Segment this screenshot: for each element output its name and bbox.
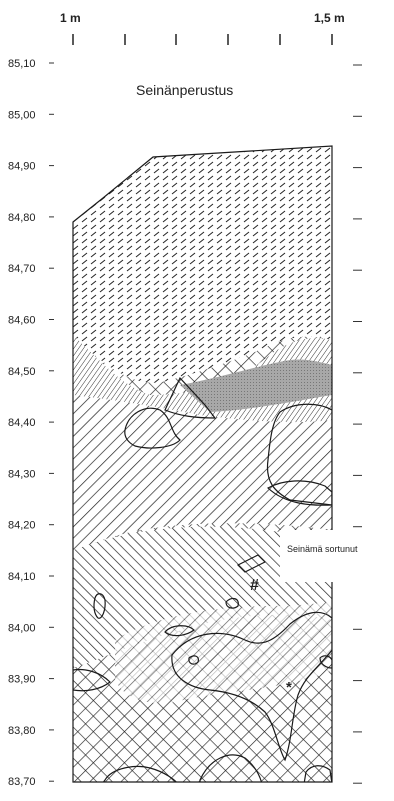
marker-hash: # bbox=[250, 577, 259, 594]
elevation-label: 85,10 bbox=[8, 58, 36, 70]
layer-grey-band bbox=[180, 359, 332, 412]
elevation-label: 84,20 bbox=[8, 520, 36, 532]
annotation-label: Seinämä sortunut bbox=[287, 544, 358, 554]
stone bbox=[100, 765, 180, 782]
trench-outline bbox=[72, 145, 333, 783]
elevation-label: 84,30 bbox=[8, 468, 36, 480]
elevation-label: 84,70 bbox=[8, 263, 36, 275]
stone bbox=[225, 597, 239, 609]
stone bbox=[319, 655, 332, 669]
marker-asterisk: * bbox=[286, 679, 292, 696]
right-tick-marks bbox=[353, 64, 362, 784]
collapse-void bbox=[266, 403, 332, 506]
scale-label-start: 1 m bbox=[60, 11, 81, 25]
elevation-label: 83,70 bbox=[8, 776, 36, 788]
elevation-label: 84,00 bbox=[8, 622, 36, 634]
scale-label-end: 1,5 m bbox=[314, 11, 345, 25]
hatched-mark bbox=[236, 554, 267, 573]
layer-dark-grey-fill bbox=[171, 611, 332, 762]
stone bbox=[164, 625, 195, 637]
trench-section bbox=[73, 146, 332, 782]
stone bbox=[164, 376, 217, 419]
elevation-labels: 85,10 85,00 84,90 84,80 84,70 84,60 84,50 84,40… bbox=[8, 58, 54, 788]
elevation-label: 85,00 bbox=[8, 109, 36, 121]
elevation-label: 83,80 bbox=[8, 725, 36, 737]
stone bbox=[124, 407, 181, 449]
stone bbox=[73, 668, 111, 692]
elevation-label: 84,10 bbox=[8, 571, 36, 583]
layer-dashed-top bbox=[73, 146, 332, 383]
annotation-box bbox=[280, 530, 390, 582]
layer-stippled bbox=[266, 480, 332, 506]
elevation-label: 84,80 bbox=[8, 212, 36, 224]
elevation-label: 84,60 bbox=[8, 315, 36, 327]
elevation-label: 83,90 bbox=[8, 674, 36, 686]
stone bbox=[93, 593, 106, 619]
stone bbox=[188, 655, 199, 665]
elevation-label: 84,40 bbox=[8, 417, 36, 429]
scale-ruler bbox=[72, 34, 333, 45]
layer-light-diagonal bbox=[115, 602, 332, 704]
feature-title: Seinänperustus bbox=[136, 82, 233, 98]
layer-diagonal bbox=[73, 395, 332, 550]
elevation-label: 84,50 bbox=[8, 366, 36, 378]
elevation-label: 84,90 bbox=[8, 161, 36, 173]
